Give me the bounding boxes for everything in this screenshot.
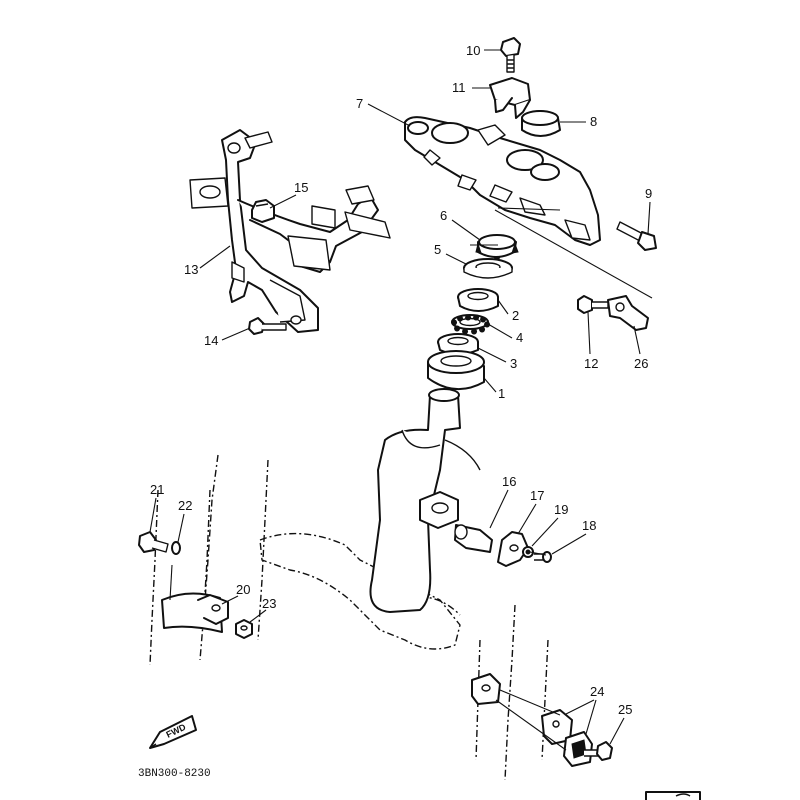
callout-label: 6 bbox=[440, 208, 447, 223]
steering-stem bbox=[369, 388, 481, 613]
clamp-nut bbox=[235, 619, 253, 639]
cable-guide-clamp bbox=[607, 295, 649, 331]
callout-11: 11 bbox=[452, 80, 490, 95]
callout-label: 15 bbox=[294, 180, 308, 195]
callout-label: 12 bbox=[584, 356, 598, 371]
bearing-race-upper bbox=[457, 288, 499, 312]
callout-2: 2 bbox=[497, 299, 519, 323]
ball-bearing bbox=[451, 314, 491, 335]
callout-label: 3 bbox=[510, 356, 517, 371]
callout-5: 5 bbox=[434, 242, 467, 265]
callout-3: 3 bbox=[477, 347, 517, 371]
cable-guide-bolt bbox=[577, 295, 609, 314]
clamp-washer bbox=[171, 541, 181, 555]
callout-label: 11 bbox=[452, 80, 466, 95]
callout-label: 9 bbox=[645, 186, 652, 201]
headlight-stay bbox=[189, 129, 391, 333]
callout-label: 13 bbox=[184, 262, 198, 277]
callout-label: 20 bbox=[236, 582, 250, 597]
fwd-arrow-icon: FWD bbox=[149, 715, 197, 749]
callout-24: 24 bbox=[565, 684, 604, 735]
callout-9: 9 bbox=[645, 186, 652, 235]
callout-19: 19 bbox=[531, 502, 568, 547]
callout-26: 26 bbox=[633, 325, 648, 371]
callout-13: 13 bbox=[184, 245, 231, 277]
damper-grommet bbox=[251, 199, 275, 223]
guide-bolt bbox=[584, 741, 613, 761]
callout-label: 2 bbox=[512, 308, 519, 323]
pinch-bolt bbox=[616, 221, 657, 251]
callout-25: 25 bbox=[609, 702, 632, 745]
drawing-code: 3BN300-8230 bbox=[138, 768, 211, 780]
callout-1: 1 bbox=[483, 377, 505, 401]
callout-22: 22 bbox=[177, 498, 192, 543]
washer bbox=[463, 258, 513, 279]
callout-8: 8 bbox=[560, 114, 597, 129]
callout-label: 22 bbox=[178, 498, 192, 513]
callout-label: 1 bbox=[498, 386, 505, 401]
holder-bolt bbox=[500, 37, 521, 73]
callout-label: 19 bbox=[554, 502, 568, 517]
oil-seal bbox=[427, 350, 485, 390]
callout-7: 7 bbox=[356, 96, 411, 127]
clamp-bolt bbox=[138, 531, 169, 553]
lock-washer bbox=[522, 546, 534, 558]
callout-label: 18 bbox=[582, 518, 596, 533]
callout-23: 23 bbox=[249, 596, 276, 623]
leader-lines bbox=[169, 207, 653, 751]
callout-4: 4 bbox=[487, 323, 523, 345]
callout-label: 4 bbox=[516, 330, 523, 345]
callout-6: 6 bbox=[440, 208, 481, 241]
callout-label: 25 bbox=[618, 702, 632, 717]
cap-nut bbox=[521, 110, 561, 137]
hose-guide-upper bbox=[471, 673, 501, 705]
corner-frame bbox=[645, 791, 701, 800]
callout-label: 21 bbox=[150, 482, 164, 497]
handlebar-holder bbox=[477, 77, 531, 146]
fork-clamp bbox=[161, 592, 229, 633]
callout-label: 7 bbox=[356, 96, 363, 111]
callout-label: 10 bbox=[466, 43, 480, 58]
callout-12: 12 bbox=[584, 311, 598, 371]
callout-21: 21 bbox=[149, 482, 164, 533]
callout-17: 17 bbox=[517, 488, 544, 535]
callout-label: 24 bbox=[590, 684, 604, 699]
stay-bolt bbox=[248, 317, 287, 335]
upper-bracket bbox=[404, 116, 601, 246]
callout-18: 18 bbox=[551, 518, 596, 555]
callout-10: 10 bbox=[466, 43, 502, 58]
steering-lock bbox=[419, 491, 493, 553]
callout-20: 20 bbox=[221, 582, 250, 605]
callout-label: 26 bbox=[634, 356, 648, 371]
callout-15: 15 bbox=[269, 180, 308, 209]
callout-label: 23 bbox=[262, 596, 276, 611]
callout-14: 14 bbox=[204, 327, 251, 348]
callout-label: 17 bbox=[530, 488, 544, 503]
callout-label: 14 bbox=[204, 333, 218, 348]
callout-label: 8 bbox=[590, 114, 597, 129]
ring-nut bbox=[475, 234, 519, 263]
callout-16: 16 bbox=[489, 474, 516, 529]
hose-guide-lower bbox=[563, 731, 593, 767]
callout-label: 16 bbox=[502, 474, 516, 489]
callout-label: 5 bbox=[434, 242, 441, 257]
